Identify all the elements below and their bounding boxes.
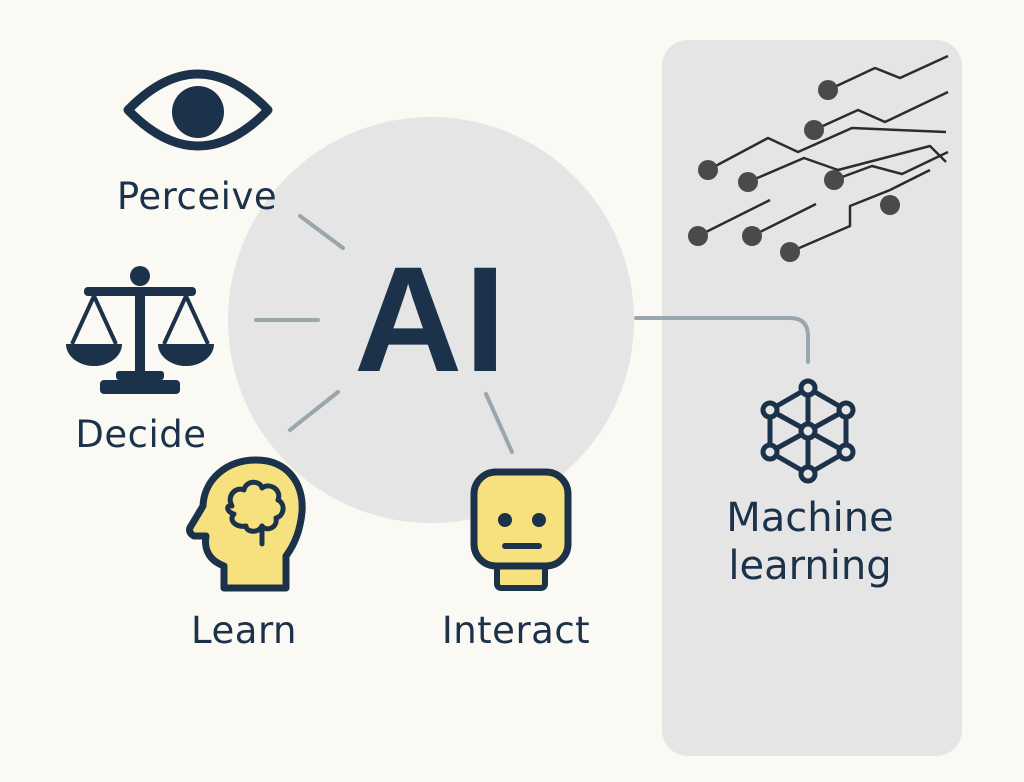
- learn-label: Learn: [191, 609, 297, 652]
- interact-label: Interact: [441, 609, 591, 652]
- ai-title: AI: [354, 235, 508, 403]
- head-brain-icon: [186, 456, 306, 592]
- machine-learning-panel: [662, 40, 962, 756]
- eye-icon: [123, 69, 273, 151]
- decide-label: Decide: [75, 413, 207, 456]
- machine-learning-line1: Machine: [726, 495, 894, 541]
- circuit-traces-icon: [688, 54, 949, 262]
- perceive-label: Perceive: [116, 175, 278, 218]
- spoke-connectors: [254, 214, 810, 454]
- machine-learning-line2: learning: [728, 543, 892, 589]
- interact-connector: [484, 392, 514, 454]
- machine-learning-connector: [634, 316, 810, 364]
- robot-face-icon: [470, 468, 572, 591]
- scales-icon: [66, 266, 214, 394]
- machine-learning-label: Machine learning: [726, 494, 893, 590]
- network-hexagon-icon: [760, 378, 856, 484]
- perceive-connector: [298, 214, 345, 250]
- learn-connector: [288, 390, 340, 432]
